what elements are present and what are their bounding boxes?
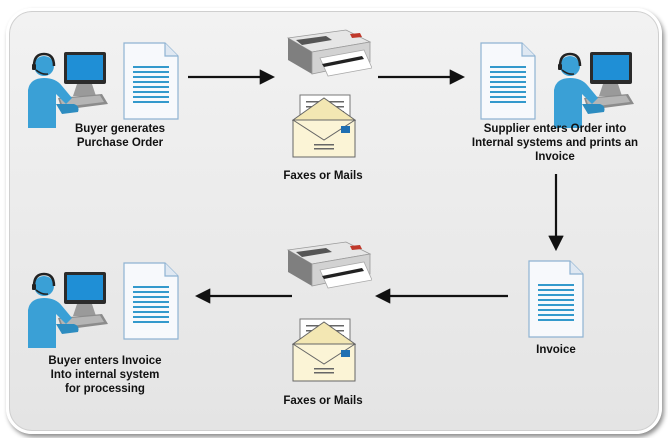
buyer-generates-label: Buyer generates Purchase Order xyxy=(74,123,166,149)
invoice-label: Invoice xyxy=(536,344,576,356)
buyer-enters-invoice-label: Buyer enters Invoice Into internal syste… xyxy=(48,355,162,395)
faxes-or-mails-bottom-label: Faxes or Mails xyxy=(283,395,363,407)
faxes-or-mails-top-label: Faxes or Mails xyxy=(283,170,363,182)
supplier-enters-label: Supplier enters Order into Internal syst… xyxy=(471,123,639,163)
